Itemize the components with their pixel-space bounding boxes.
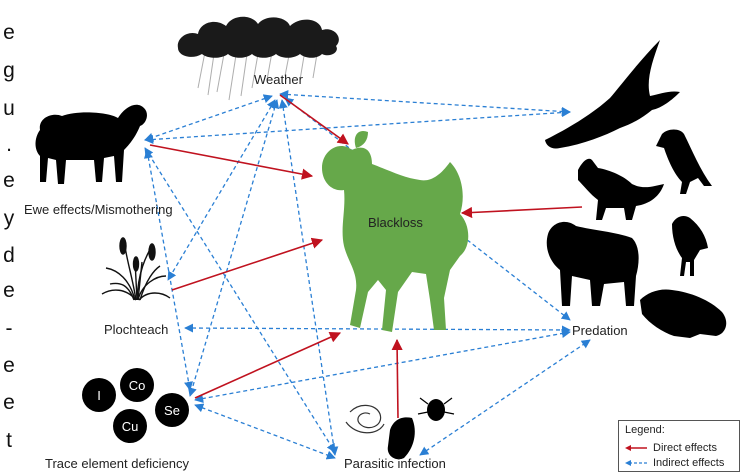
cobalt-label: Co bbox=[129, 378, 146, 393]
indirect-arrow-swatch bbox=[623, 459, 649, 467]
fox-icon bbox=[578, 159, 664, 220]
arrow-parasitic-blackloss bbox=[397, 340, 398, 418]
worm-icon bbox=[346, 405, 384, 432]
arrow-parasitic-predation bbox=[420, 340, 590, 455]
predation-label: Predation bbox=[572, 323, 628, 338]
arrow-weather-predation-top bbox=[280, 94, 570, 112]
legend-indirect-row: Indirect effects bbox=[623, 456, 724, 470]
arrow-plochteach-predation bbox=[185, 328, 570, 330]
legend-indirect-label: Indirect effects bbox=[653, 457, 724, 469]
legend-direct-label: Direct effects bbox=[653, 442, 717, 454]
arrow-ewe-blackloss bbox=[150, 145, 312, 176]
parasite-icons bbox=[346, 398, 454, 459]
selenium-label: Se bbox=[164, 403, 180, 418]
arrow-weather-blackloss bbox=[280, 95, 348, 144]
ewe-icon bbox=[36, 105, 147, 184]
gull-icon bbox=[672, 216, 708, 276]
arrow-trace-blackloss bbox=[195, 333, 340, 398]
arrow-predation-blackloss bbox=[462, 207, 582, 213]
direct-arrow-swatch bbox=[623, 444, 649, 452]
trace-element-icons: I Co Cu Se bbox=[82, 368, 189, 443]
fluke-icon bbox=[388, 417, 415, 459]
eagle-icon bbox=[545, 40, 680, 149]
plochteach-label: Plochteach bbox=[104, 322, 168, 337]
iodine-label: I bbox=[97, 388, 101, 403]
arrow-plochteach-blackloss bbox=[172, 240, 322, 290]
arrow-trace-parasitic bbox=[195, 405, 335, 458]
weather-label: Weather bbox=[254, 72, 304, 87]
ewe-label: Ewe effects/Mismothering bbox=[24, 202, 173, 217]
predator-icons bbox=[545, 40, 726, 338]
tick-icon bbox=[427, 399, 445, 421]
copper-label: Cu bbox=[122, 419, 139, 434]
parasitic-label: Parasitic infection bbox=[344, 456, 446, 471]
dog-icon bbox=[547, 222, 639, 306]
weather-cloud-icon bbox=[178, 17, 339, 100]
plochteach-plant-icon bbox=[102, 238, 170, 300]
badger-icon bbox=[640, 289, 726, 338]
trace-label: Trace element deficiency bbox=[45, 456, 190, 471]
blackloss-label: Blackloss bbox=[368, 215, 423, 230]
legend-title: Legend: bbox=[625, 424, 665, 436]
arrow-weather-trace bbox=[190, 100, 277, 396]
legend-direct-row: Direct effects bbox=[623, 441, 717, 455]
crow-icon bbox=[656, 130, 712, 195]
arrow-trace-predation bbox=[195, 332, 570, 400]
legend: Legend: Direct effects Indirect effects bbox=[618, 420, 740, 472]
lamb-icon bbox=[322, 131, 468, 332]
